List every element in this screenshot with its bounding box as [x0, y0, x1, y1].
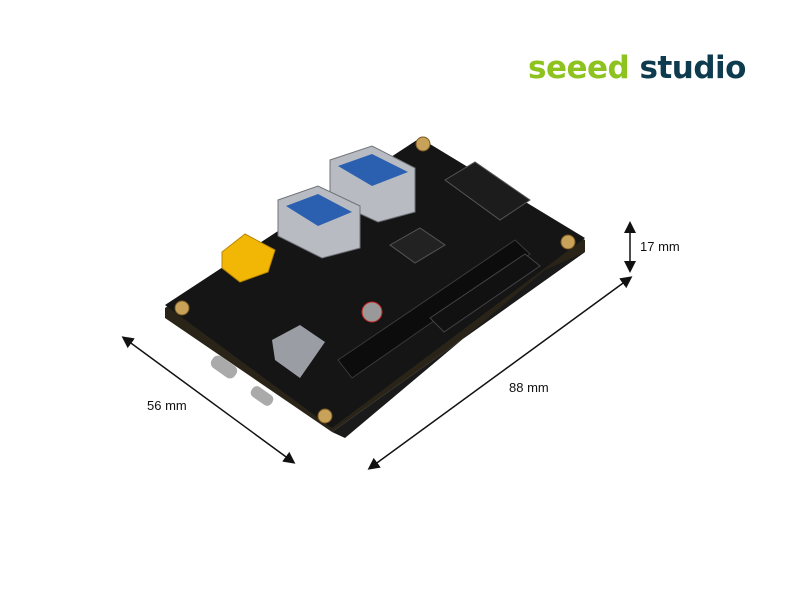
width-arrow	[121, 336, 296, 464]
logo-studio: studio	[629, 50, 747, 86]
logo-seeed: seeed	[528, 50, 630, 86]
usb-ports	[277, 145, 416, 259]
capacitor	[361, 301, 383, 323]
length-arrow	[367, 276, 633, 470]
chip	[389, 227, 446, 264]
height-label: 17 mm	[640, 239, 680, 254]
length-label: 88 mm	[509, 380, 549, 395]
power-connector	[221, 233, 276, 283]
width-label: 56 mm	[147, 398, 187, 413]
m2-slot	[444, 161, 531, 221]
mounting-holes	[174, 136, 576, 424]
seeed-studio-logo: seeed studio	[528, 50, 746, 86]
